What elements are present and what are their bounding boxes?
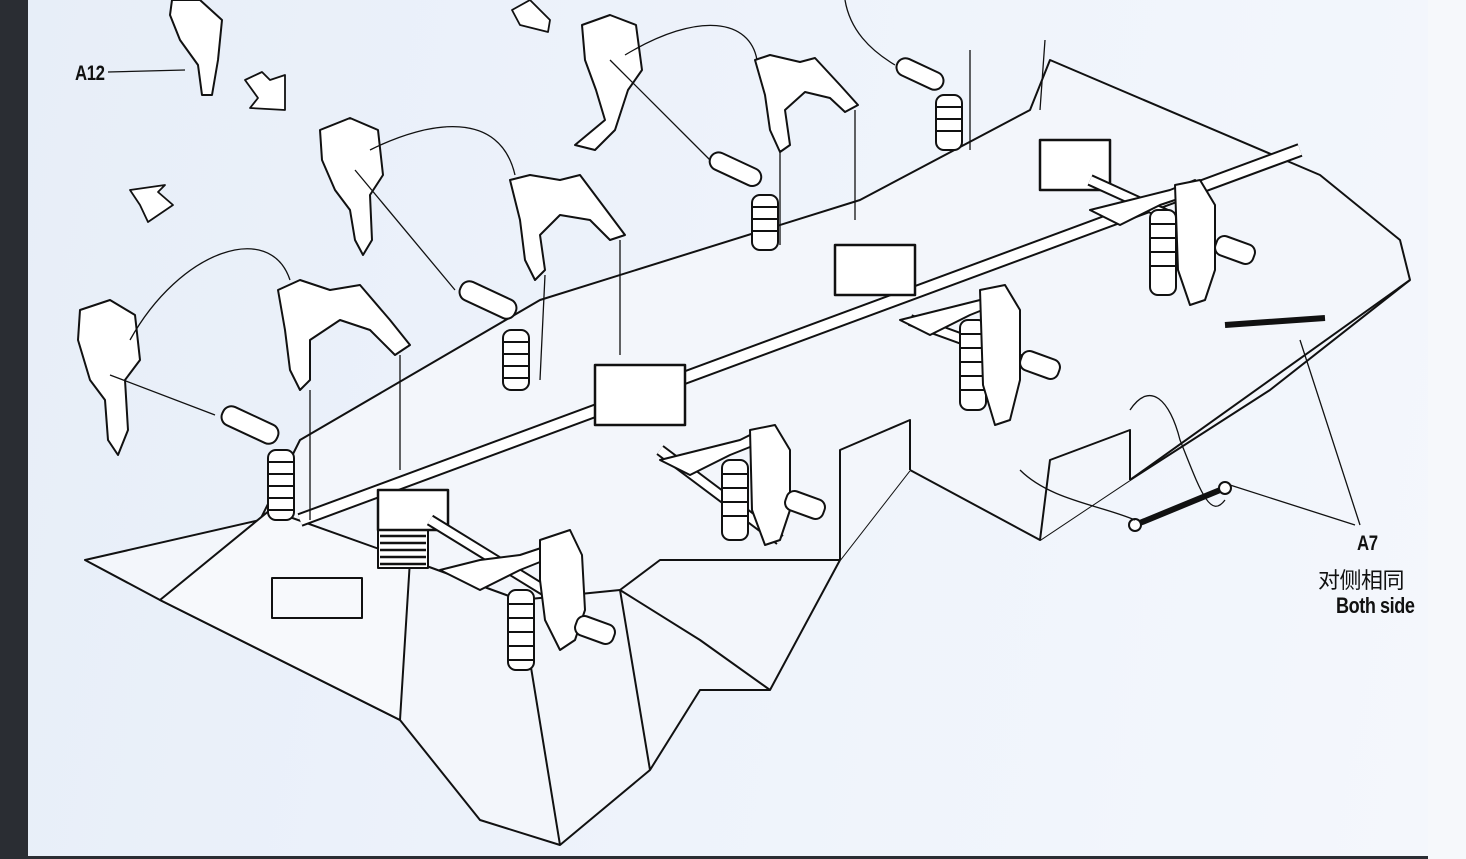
page-edge [1428,0,1466,859]
suspension-brackets [277,54,1196,591]
hollow-arrow-icon [244,71,286,111]
spring [721,459,749,541]
hatch [271,577,363,619]
spring [507,589,535,671]
tie-rod-a7 [1128,315,1326,532]
note-chinese: 对侧相同 [1318,569,1405,594]
part-label-a7: A7 [1357,532,1378,555]
hollow-arrow-icon [511,0,551,33]
hub-parts [77,0,1216,651]
wheel-hubs [574,235,1256,645]
spring [267,449,295,521]
spring [502,329,530,391]
spring [1149,209,1177,296]
direction-arrows [129,0,551,223]
hull [84,59,1411,846]
spring [935,94,963,151]
hollow-arrow-icon [129,184,174,223]
spring [751,194,779,251]
note-both-side: Both side [1336,593,1415,618]
assembly-guide-lines [107,0,1361,526]
shock-absorbers [220,57,945,445]
part-label-a12: A12 [75,62,105,85]
